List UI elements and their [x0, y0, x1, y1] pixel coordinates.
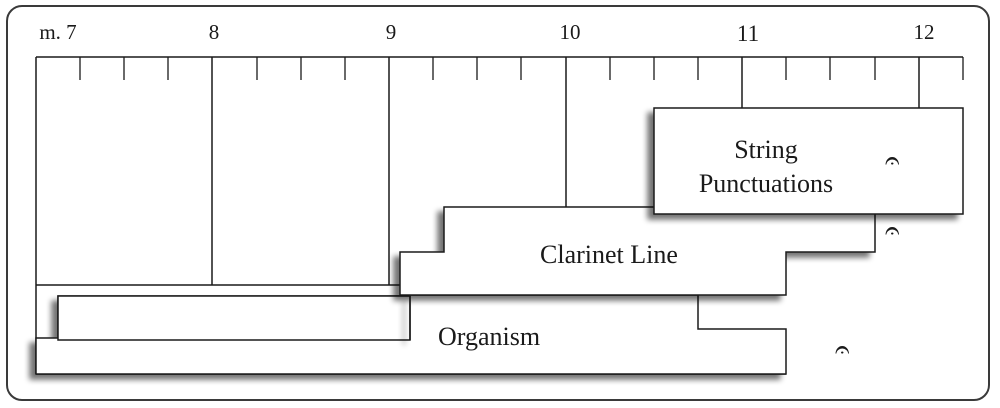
- clarinet-block: [399, 206, 876, 340]
- string-punctuations-label: String Punctuations: [686, 133, 846, 201]
- measure-barlines: [211, 57, 920, 285]
- string-label-line1: String: [734, 135, 798, 164]
- measure-label-7: m. 7: [39, 20, 77, 44]
- string-block: [653, 107, 964, 215]
- fermata-icon-clarinet: 𝄐: [885, 216, 900, 246]
- fermata-icon-organism: 𝄐: [835, 335, 850, 365]
- measure-label-8: 8: [208, 20, 220, 44]
- organism-outline: [57, 295, 411, 341]
- string-label-line2: Punctuations: [698, 169, 834, 198]
- fermata-icon-string: 𝄐: [885, 146, 900, 176]
- measure-label-9: 9: [385, 20, 397, 44]
- beat-ticks: [79, 57, 964, 80]
- measure-label-12: 12: [913, 20, 935, 44]
- measure-label-11: 11: [736, 21, 760, 46]
- measure-label-10: 10: [559, 20, 581, 44]
- organism-label: Organism: [438, 322, 541, 351]
- clarinet-line-label: Clarinet Line: [540, 240, 678, 269]
